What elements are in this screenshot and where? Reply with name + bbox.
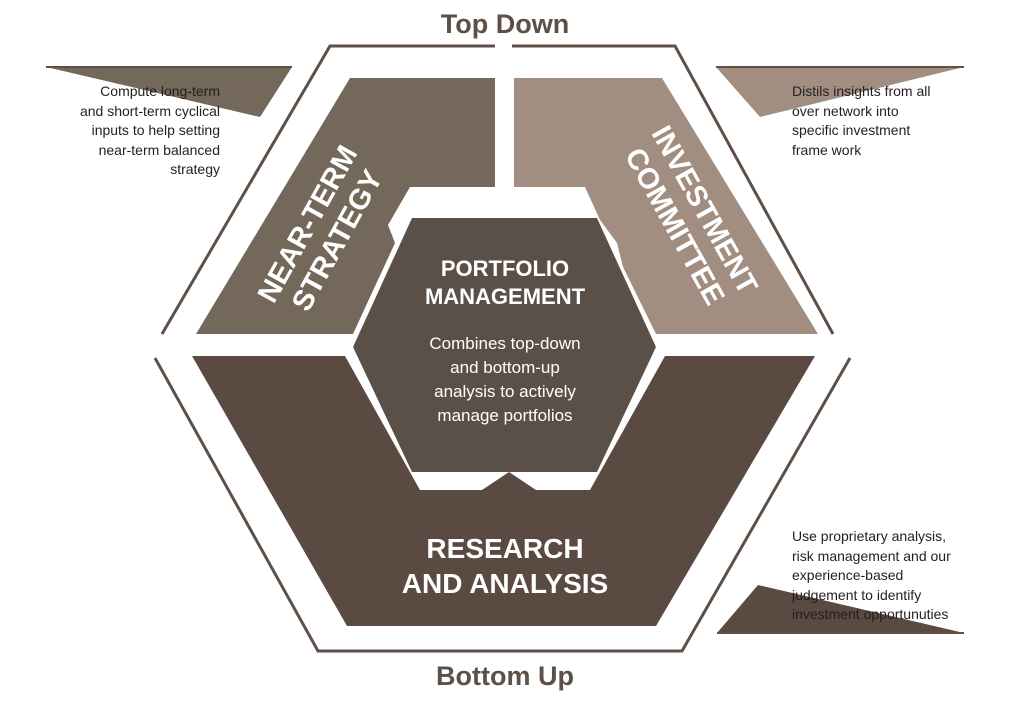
callout-wedge-research: [717, 585, 964, 633]
portfolio-title-line-2: MANAGEMENT: [425, 284, 586, 309]
annotation-research-line: investment opportunuties: [792, 606, 949, 622]
annotation-near-term-line: near-term balanced: [98, 141, 220, 158]
annotation-near-term-line: and short-term cyclical: [79, 102, 220, 119]
segment-near-term-strategy: [196, 78, 495, 334]
annotation-research: Use proprietary analysis, risk managemen…: [792, 527, 1014, 625]
segment-research-and-analysis: [192, 356, 815, 626]
segment-portfolio-management: [353, 218, 656, 472]
annotation-near-term-line: Compute long-term: [100, 83, 220, 99]
annotation-research-line: risk management and our: [792, 547, 951, 564]
callout-wedge-near-term: [46, 67, 292, 117]
portfolio-body-line-1: Combines top-down: [429, 334, 580, 353]
research-title-line-2: AND ANALYSIS: [402, 568, 608, 599]
label-top-down: Top Down: [441, 9, 569, 39]
annotation-research-line: judgement to identify: [792, 586, 922, 603]
outer-hexagon-lower-outline: [153, 357, 852, 653]
label-bottom-up: Bottom Up: [436, 661, 574, 691]
annotation-research-line: Use proprietary analysis,: [792, 528, 947, 544]
annotation-research-line: experience-based: [792, 567, 904, 583]
portfolio-body-line-3: analysis to actively: [434, 382, 576, 401]
research-title-line-1: RESEARCH: [426, 533, 583, 564]
annotation-near-term-line: strategy: [170, 161, 220, 177]
annotation-committee-line: specific investment: [792, 122, 911, 138]
annotation-committee-line: over network into: [792, 102, 899, 119]
annotation-near-term: Compute long-term and short-term cyclica…: [20, 82, 220, 180]
callout-wedge-committee: [716, 67, 964, 117]
portfolio-title-line-1: PORTFOLIO: [441, 256, 569, 281]
annotation-near-term-line: inputs to help setting: [91, 122, 220, 138]
annotation-investment-committee: Distils insights from all over network i…: [792, 82, 1002, 160]
annotation-committee-line: Distils insights from all: [792, 83, 931, 99]
portfolio-body-line-2: and bottom-up: [450, 358, 560, 377]
portfolio-body-line-4: manage portfolios: [437, 406, 572, 425]
top-divider-gap: [495, 38, 512, 188]
segment-investment-committee: [514, 78, 818, 334]
annotation-committee-line: frame work: [792, 141, 862, 158]
